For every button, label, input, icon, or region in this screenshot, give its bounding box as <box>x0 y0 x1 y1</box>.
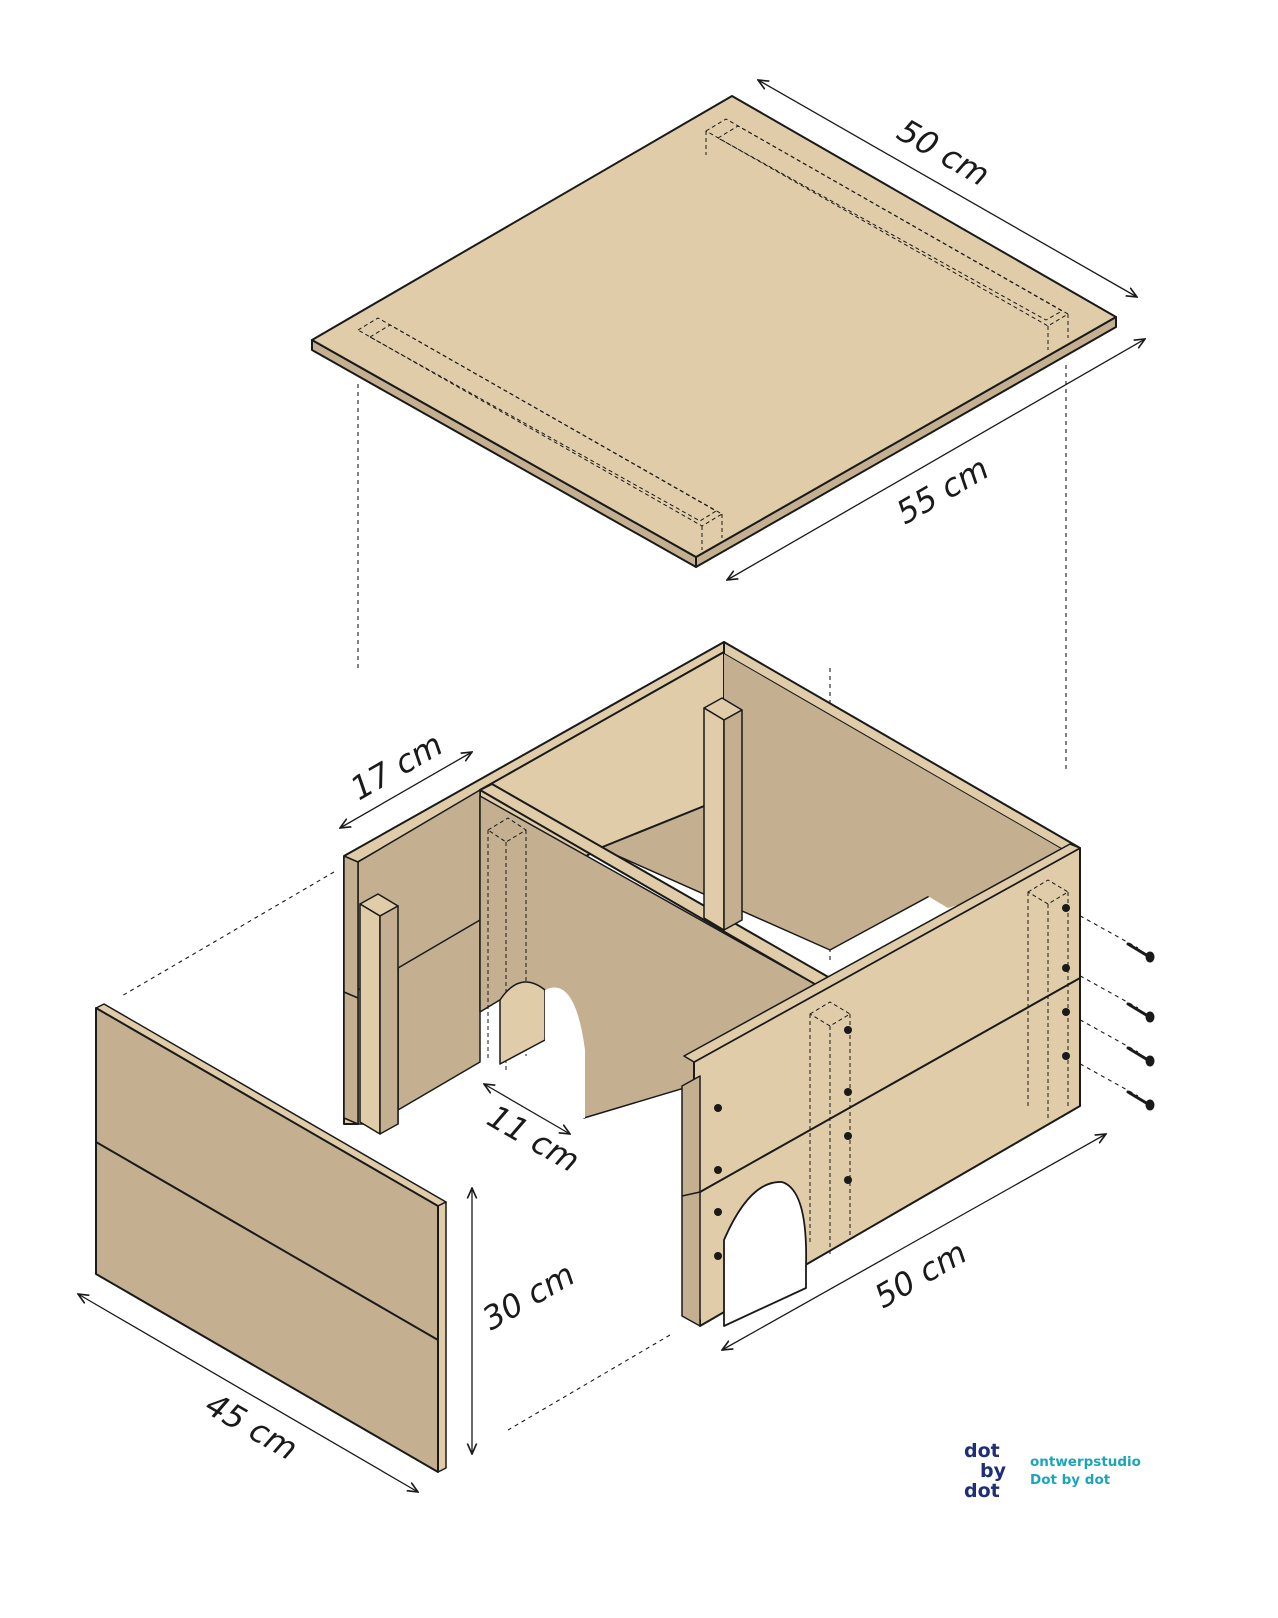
lid-panel <box>311 95 1117 568</box>
logo-mark-line1: dot <box>964 1440 1000 1462</box>
side-length-label: 50 cm <box>868 1233 973 1316</box>
lid-depth-dimension <box>758 80 1137 297</box>
lid-depth-label: 50 cm <box>891 111 996 194</box>
side-length-dimension <box>722 1134 1106 1350</box>
screw-icon <box>1126 1002 1155 1023</box>
logo-line1: ontwerpstudio <box>1030 1454 1141 1470</box>
front-width-label: 45 cm <box>199 1385 304 1468</box>
logo-mark-line2: by <box>980 1460 1007 1482</box>
lid-width-dimension <box>727 339 1145 580</box>
logo-line2: Dot by dot <box>1030 1472 1111 1488</box>
screw-icon <box>1126 1046 1155 1067</box>
screws <box>1126 942 1155 1111</box>
box-body <box>343 641 1081 1327</box>
screw-icon <box>1126 1090 1155 1111</box>
logo-mark-line3: dot <box>964 1480 1000 1502</box>
lid-width-label: 55 cm <box>890 449 995 532</box>
front-width-dimension <box>78 1294 418 1492</box>
screw-icon <box>1126 942 1155 963</box>
opening-dimension <box>484 1084 570 1134</box>
compartment-dimension <box>340 752 472 828</box>
height-label: 30 cm <box>476 1255 581 1338</box>
studio-logo: dot by dot ontwerpstudio Dot by dot <box>964 1440 1141 1502</box>
